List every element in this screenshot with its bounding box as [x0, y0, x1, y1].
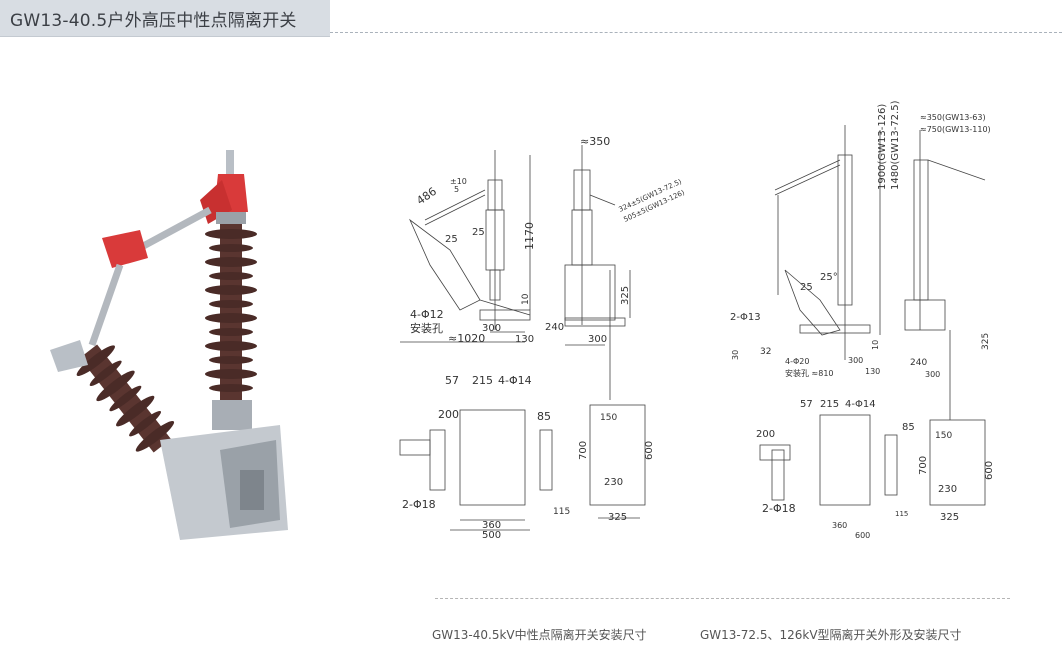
svg-text:57: 57	[445, 374, 459, 387]
svg-text:±10: ±10	[450, 177, 467, 186]
svg-text:200: 200	[756, 429, 775, 440]
svg-text:4-Φ14: 4-Φ14	[845, 399, 876, 410]
svg-text:115: 115	[895, 510, 908, 518]
svg-text:360: 360	[832, 521, 847, 530]
svg-text:25: 25	[800, 282, 813, 293]
svg-text:215: 215	[472, 374, 493, 387]
title-tab: GW13-40.5户外高压中性点隔离开关	[0, 0, 330, 37]
svg-text:215: 215	[820, 399, 839, 410]
svg-text:1900(GW13-126): 1900(GW13-126)	[877, 104, 888, 190]
left-side-view	[564, 145, 631, 400]
caption-left: GW13-40.5kV中性点隔离开关安装尺寸	[432, 628, 647, 642]
svg-text:700: 700	[918, 456, 929, 475]
svg-text:2-Φ18: 2-Φ18	[402, 498, 436, 511]
svg-text:150: 150	[600, 413, 617, 423]
svg-text:≈350(GW13-63): ≈350(GW13-63)	[920, 113, 986, 122]
svg-text:325: 325	[940, 512, 959, 523]
page-title: GW13-40.5户外高压中性点隔离开关	[10, 10, 297, 31]
svg-text:4-Φ20: 4-Φ20	[785, 357, 809, 366]
svg-text:安装孔: 安装孔	[410, 321, 443, 335]
svg-text:30: 30	[731, 350, 740, 360]
svg-text:240: 240	[545, 322, 564, 333]
svg-text:≈350: ≈350	[580, 135, 610, 148]
svg-text:240: 240	[910, 358, 927, 368]
svg-text:1480(GW13-72.5): 1480(GW13-72.5)	[890, 100, 901, 190]
footer-divider	[435, 598, 1010, 599]
svg-text:130: 130	[515, 334, 534, 345]
svg-text:325: 325	[981, 333, 991, 350]
svg-text:600: 600	[984, 461, 995, 480]
svg-text:2-Φ18: 2-Φ18	[762, 502, 796, 515]
svg-text:486: 486	[414, 185, 439, 208]
svg-text:600: 600	[644, 441, 655, 460]
svg-text:300: 300	[482, 323, 501, 334]
svg-text:57: 57	[800, 399, 813, 410]
svg-text:500: 500	[482, 530, 501, 541]
svg-text:85: 85	[537, 410, 551, 423]
right-side-view	[904, 130, 986, 506]
svg-text:4-Φ14: 4-Φ14	[498, 374, 532, 387]
svg-text:300: 300	[588, 334, 607, 345]
svg-text:300: 300	[848, 356, 863, 365]
svg-text:25°: 25°	[820, 272, 838, 283]
svg-text:1170: 1170	[523, 222, 536, 250]
title-divider	[330, 32, 1062, 33]
svg-text:10: 10	[871, 340, 880, 350]
svg-text:≈1020: ≈1020	[448, 332, 485, 345]
svg-text:300: 300	[925, 370, 940, 379]
svg-text:360: 360	[482, 520, 501, 531]
svg-text:325: 325	[620, 286, 631, 305]
svg-text:115: 115	[553, 507, 570, 517]
svg-text:2-Φ13: 2-Φ13	[730, 312, 761, 323]
caption-right: GW13-72.5、126kV型隔离开关外形及安装尺寸	[700, 628, 962, 642]
svg-text:25: 25	[472, 227, 485, 238]
svg-text:325: 325	[608, 512, 627, 523]
svg-text:≈750(GW13-110): ≈750(GW13-110)	[920, 125, 991, 134]
right-front-view	[759, 125, 898, 506]
svg-text:10: 10	[521, 293, 531, 305]
svg-text:4-Φ12: 4-Φ12	[410, 308, 444, 321]
left-front-view	[400, 150, 531, 343]
svg-text:700: 700	[578, 441, 589, 460]
svg-text:600: 600	[855, 531, 870, 540]
svg-text:130: 130	[865, 367, 880, 376]
svg-text:150: 150	[935, 431, 952, 441]
svg-text:85: 85	[902, 422, 915, 433]
svg-text:5: 5	[454, 185, 459, 194]
svg-text:230: 230	[938, 484, 957, 495]
svg-text:200: 200	[438, 408, 459, 421]
left-bottom-views	[399, 404, 646, 531]
dimension-drawings: 486 ±10 5 25 25 1170 4-Φ12 安装孔 300 ≈1020…	[399, 100, 995, 541]
svg-text:230: 230	[604, 477, 623, 488]
product-photo	[50, 150, 288, 540]
svg-text:25: 25	[445, 234, 458, 245]
svg-text:安装孔 ≈810: 安装孔 ≈810	[785, 368, 834, 378]
svg-text:32: 32	[760, 347, 771, 357]
